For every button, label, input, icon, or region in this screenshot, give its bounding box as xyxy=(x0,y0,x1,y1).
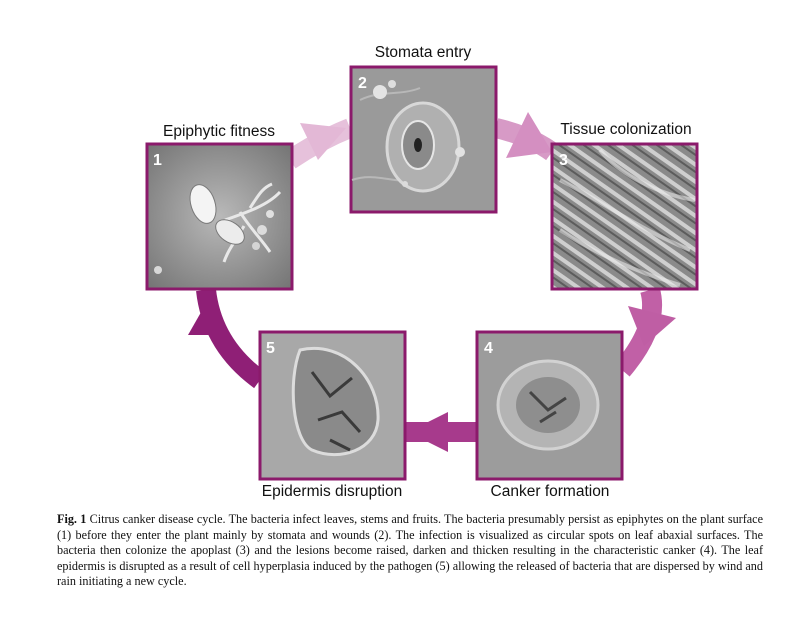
figure-label: Fig. 1 xyxy=(57,512,87,526)
stage-3-label: Tissue colonization xyxy=(560,121,691,138)
figure-caption: Fig. 1 Citrus canker disease cycle. The … xyxy=(57,512,763,590)
disrupted-epidermis-image xyxy=(291,347,380,456)
caption-text: Citrus canker disease cycle. The bacteri… xyxy=(57,512,764,589)
arrow-2-to-3-icon xyxy=(506,112,552,158)
stage-1-panel: 1 xyxy=(145,142,294,291)
stage-4-label: Canker formation xyxy=(491,483,610,500)
arrow-3-to-4-icon xyxy=(628,306,676,346)
stage-4-number: 4 xyxy=(484,340,493,357)
stoma-image xyxy=(351,80,465,193)
stage-1-number: 1 xyxy=(153,152,162,169)
stage-3-number: 3 xyxy=(559,152,568,169)
stage-1-label: Epiphytic fitness xyxy=(163,123,275,140)
stage-2-panel: 2 xyxy=(349,65,498,214)
arrow-1-to-2-icon xyxy=(300,123,346,160)
colonized-tissue-image xyxy=(558,148,696,287)
stage-5-panel: 5 xyxy=(258,330,407,481)
stage-3-panel: 3 xyxy=(550,142,699,291)
arrow-4-to-5-icon xyxy=(408,412,448,452)
arrow-5-to-1-icon xyxy=(188,300,228,335)
canker-image xyxy=(496,359,600,451)
stage-2-number: 2 xyxy=(358,75,367,92)
stage-5-label: Epidermis disruption xyxy=(262,483,402,500)
stage-5-number: 5 xyxy=(266,340,275,357)
bacterium-image xyxy=(154,182,282,274)
stage-2-label: Stomata entry xyxy=(375,44,472,61)
stage-4-panel: 4 xyxy=(475,330,624,481)
cycle-arrows xyxy=(188,112,676,452)
